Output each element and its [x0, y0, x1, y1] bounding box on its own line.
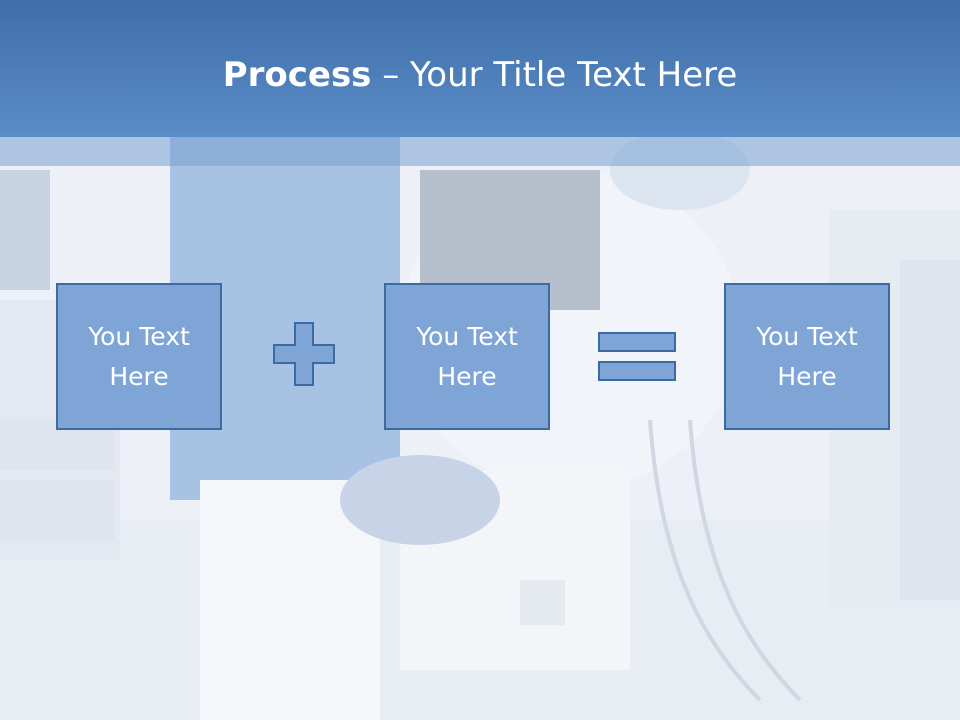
- header-strip: [0, 137, 960, 166]
- plus-icon: [273, 322, 335, 386]
- text-box-2[interactable]: You Text Here: [384, 283, 550, 430]
- equals-bar-bottom: [598, 361, 676, 381]
- text-box-3[interactable]: You Text Here: [724, 283, 890, 430]
- slide-title: Process – Your Title Text Here: [0, 54, 960, 96]
- equals-bar-top: [598, 332, 676, 352]
- title-bar: [0, 0, 960, 137]
- text-box-1[interactable]: You Text Here: [56, 283, 222, 430]
- title-rest: – Your Title Text Here: [371, 55, 738, 95]
- title-bold: Process: [222, 55, 372, 95]
